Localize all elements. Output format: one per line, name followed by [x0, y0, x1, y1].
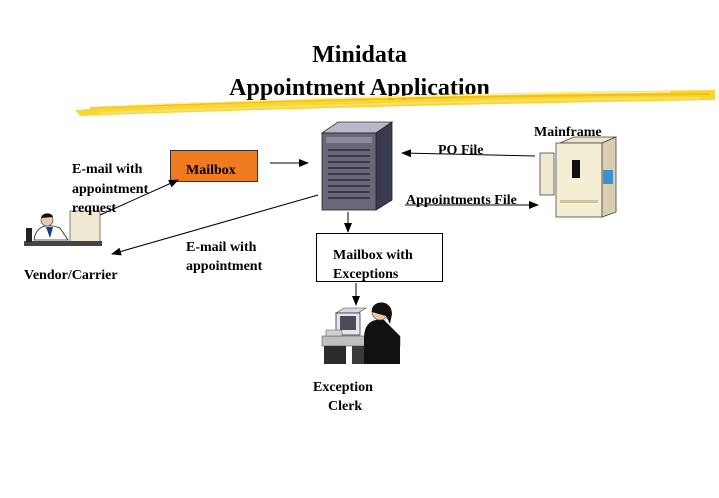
arrow-vendor-to-mailbox: [99, 179, 179, 216]
email-appointment-line-1: E-mail with: [186, 240, 257, 255]
po-file-label: PO File: [438, 143, 484, 158]
email-request-line-3: request: [72, 201, 117, 216]
arrow-mainframe-to-server: [401, 149, 536, 158]
mailbox-exceptions-box: [316, 233, 443, 282]
title-line-1: Minidata: [312, 42, 407, 68]
server-icon: [320, 121, 394, 211]
vendor-person-icon: [24, 210, 102, 246]
mainframe-label: Mainframe: [534, 125, 602, 140]
exception-clerk-line-2: Clerk: [328, 399, 363, 414]
email-request-line-1: E-mail with: [72, 162, 143, 177]
email-request-line-2: appointment: [72, 182, 149, 197]
arrow-server-to-vendor: [111, 194, 319, 256]
mailbox-label: Mailbox: [186, 163, 236, 178]
vendor-carrier-label: Vendor/Carrier: [24, 268, 118, 283]
mailbox-exceptions-line-2: Exceptions: [333, 267, 399, 282]
mailbox-exceptions-line-1: Mailbox with: [333, 248, 413, 263]
clerk-person-icon: [321, 302, 401, 364]
mailbox-box: [170, 150, 258, 182]
appointments-file-label: Appointments File: [406, 193, 517, 208]
highlight-stroke-decoration: [75, 90, 715, 116]
mainframe-icon: [539, 136, 617, 218]
exception-clerk-line-1: Exception: [313, 380, 373, 395]
email-appointment-line-2: appointment: [186, 259, 263, 274]
